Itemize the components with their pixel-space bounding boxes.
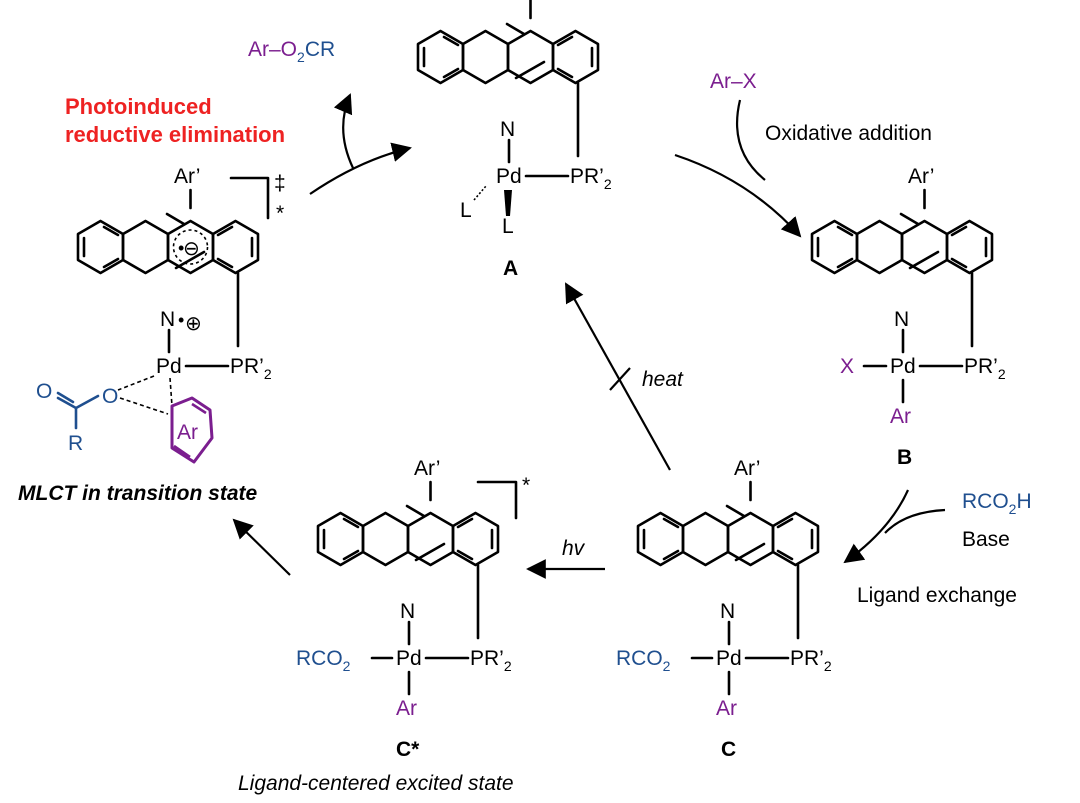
oxygen-label-carbonyl: O [36, 380, 52, 403]
nitrogen-label: N [400, 600, 415, 623]
arrow-reductive-elimination [309, 142, 412, 195]
palladium-label: Pd [890, 355, 916, 378]
nitrogen-label: N [720, 600, 735, 623]
hv-label: hv [562, 537, 586, 560]
phosphine-label: PR’2 [570, 165, 612, 192]
palladium-label: Pd [716, 647, 742, 670]
acridine-ring [636, 480, 820, 567]
carboxylate-label: RCO2 [616, 647, 671, 674]
product-label: Ar–O2CR [248, 38, 335, 65]
phosphine-label: PR’2 [470, 647, 512, 674]
acridine-ring [810, 188, 994, 275]
arrow-oxidative-addition [674, 153, 802, 238]
ligand-exchange-label: Ligand exchange [857, 584, 1017, 607]
ligand-l-left: L [460, 199, 472, 222]
mlct-caption: MLCT in transition state [18, 482, 257, 505]
transition-state: • ⊖ Ar’ N • ⊕ Pd PR’2 O O R Ar ‡ * [36, 165, 286, 464]
photoinduced-line2: reductive elimination [65, 122, 285, 147]
ar-prime-label: Ar’ [414, 457, 440, 480]
palladium-label: Pd [156, 355, 182, 378]
transition-star: * [276, 202, 284, 225]
photoinduced-line1: Photoinduced [65, 94, 212, 119]
phosphine-label: PR’2 [790, 647, 832, 674]
oxidative-addition-label: Oxidative addition [765, 122, 932, 145]
blocked-cross [609, 367, 631, 391]
delocalized-ring [172, 229, 209, 265]
aryl-ring [170, 396, 214, 464]
acridine-ring [416, 0, 600, 85]
ar-prime-label: Ar’ [908, 165, 934, 188]
acridine-ring [316, 480, 500, 567]
palladium-label: Pd [496, 165, 522, 188]
radical-dot-n: • [178, 310, 184, 330]
acridine-ring [76, 188, 260, 275]
double-dagger: ‡ [274, 172, 286, 195]
heat-label: heat [642, 368, 684, 391]
nitrogen-label: N [894, 308, 909, 331]
compound-c: Ar’ N Pd PR’2 RCO2 Ar C [616, 457, 832, 761]
excited-star: * [522, 474, 530, 497]
compound-b-label: B [897, 446, 912, 469]
halide-x-label: X [840, 355, 854, 378]
phosphine-label: PR’2 [964, 355, 1006, 382]
ar-prime-label: Ar’ [174, 165, 200, 188]
compound-c-star-label: C* [396, 738, 420, 761]
nitrogen-label: N [160, 308, 175, 331]
minus-charge: ⊖ [183, 238, 200, 260]
compound-c-star: Ar’ N Pd PR’2 RCO2 Ar C* * [296, 457, 530, 761]
base-label: Base [962, 528, 1010, 551]
aryl-ar-label: Ar [396, 697, 417, 720]
ar-prime-label: Ar’ [734, 457, 760, 480]
arrow-product-release [333, 93, 354, 169]
compound-a: Ar’ N Pd PR’2 L L A [416, 0, 612, 280]
phosphine-label: PR’2 [230, 355, 272, 382]
ring-ar-label: Ar [177, 421, 198, 444]
compound-b: Ar’ N Pd PR’2 X Ar B [810, 165, 1006, 469]
nitrogen-label: N [500, 118, 515, 141]
plus-charge: ⊕ [185, 313, 202, 335]
palladium-label: Pd [396, 647, 422, 670]
arrow-to-transition-state [232, 518, 291, 576]
carboxylate-label: RCO2 [296, 647, 351, 674]
arrow-thermal-blocked [565, 282, 671, 471]
arrow-rco2h-entry [884, 508, 946, 534]
acid-label: RCO2H [962, 490, 1032, 517]
ligand-l-bottom: L [502, 215, 514, 238]
compound-a-label: A [503, 257, 518, 280]
oxygen-label: O [102, 385, 118, 408]
arrow-ligand-exchange [843, 489, 910, 564]
compound-c-label: C [721, 738, 736, 761]
aryl-halide-label: Ar–X [710, 70, 757, 93]
aryl-ar-label: Ar [716, 697, 737, 720]
ligand-centered-caption: Ligand-centered excited state [238, 772, 514, 795]
radical-dot-top: • [178, 238, 184, 258]
aryl-ar-label: Ar [890, 405, 911, 428]
arrow-arx-entry [736, 99, 766, 181]
r-group-label: R [68, 432, 83, 455]
